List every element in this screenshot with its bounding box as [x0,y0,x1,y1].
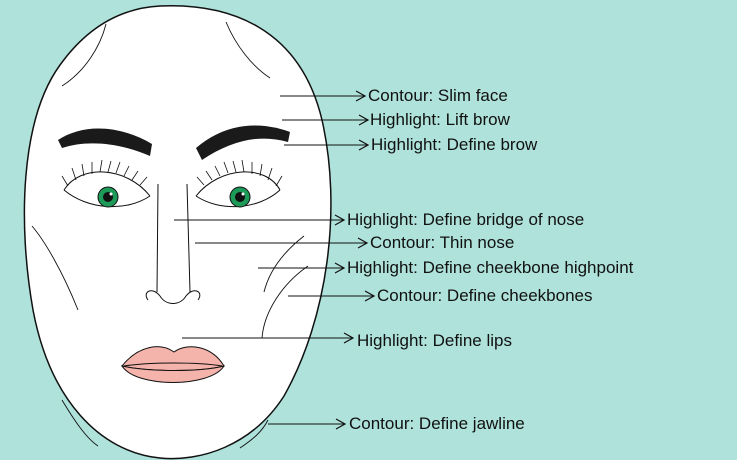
label-lift-brow: Highlight: Lift brow [370,110,510,130]
label-define-lips: Highlight: Define lips [357,331,512,351]
label-thin-nose: Contour: Thin nose [370,233,514,253]
label-define-brow: Highlight: Define brow [371,135,537,155]
label-cheekbone-highpoint: Highlight: Define cheekbone highpoint [347,258,633,278]
label-slim-face: Contour: Slim face [368,86,508,106]
label-define-jawline: Contour: Define jawline [349,414,525,434]
face-outline [24,6,331,459]
label-bridge-of-nose: Highlight: Define bridge of nose [347,210,584,230]
label-define-cheekbones: Contour: Define cheekbones [377,286,592,306]
lips [122,347,224,383]
